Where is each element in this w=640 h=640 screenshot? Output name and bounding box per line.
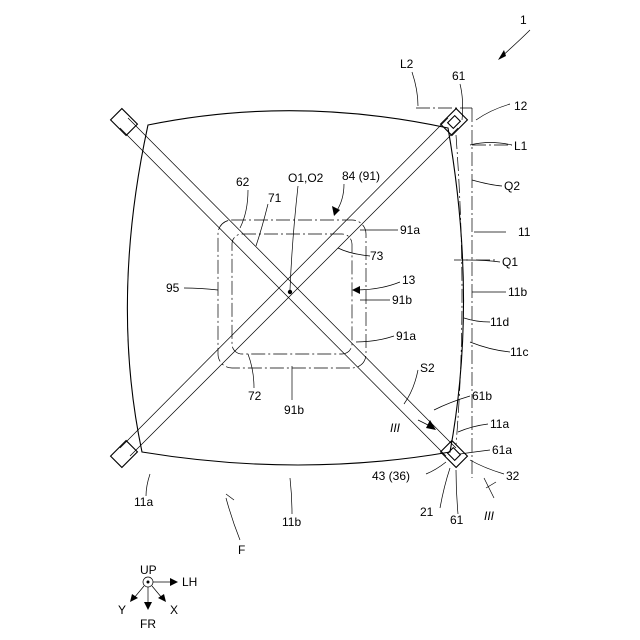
center-point bbox=[288, 290, 292, 294]
label-61b: 61b bbox=[472, 389, 492, 403]
corner-fitting-top-right bbox=[441, 109, 468, 136]
label-91b-bottom: 91b bbox=[284, 403, 304, 417]
label-71: 71 bbox=[268, 191, 282, 205]
leader-lines bbox=[146, 30, 530, 540]
label-61a: 61a bbox=[492, 443, 512, 457]
corner-fitting-bottom-left bbox=[111, 441, 138, 468]
label-91b-right: 91b bbox=[392, 293, 412, 307]
label-62: 62 bbox=[236, 175, 250, 189]
label-figure-number: 1 bbox=[520, 13, 527, 27]
axis-y-label: Y bbox=[118, 603, 126, 617]
label-11-right: 11 bbox=[518, 225, 531, 239]
label-95: 95 bbox=[166, 281, 180, 295]
label-11d: 11d bbox=[490, 315, 509, 329]
label-73: 73 bbox=[370, 249, 384, 263]
label-S2: S2 bbox=[420, 361, 435, 375]
label-11a-left: 11a bbox=[134, 495, 153, 509]
axis-fr-label: FR bbox=[140, 617, 156, 631]
label-84-91: 84 (91) bbox=[342, 169, 380, 183]
label-III-left: III bbox=[390, 421, 401, 435]
label-61-top: 61 bbox=[452, 69, 466, 83]
label-72: 72 bbox=[248, 389, 262, 403]
label-11c: 11c bbox=[510, 345, 528, 359]
label-43-36: 43 (36) bbox=[372, 469, 410, 483]
label-Q1: Q1 bbox=[502, 255, 518, 269]
axis-x-label: X bbox=[170, 603, 178, 617]
label-O1-O2: O1,O2 bbox=[288, 171, 324, 185]
label-91a-top: 91a bbox=[400, 223, 420, 237]
axes-indicator: UP LH Y FR X bbox=[118, 563, 197, 631]
label-91a-bottom: 91a bbox=[396, 329, 416, 343]
label-32: 32 bbox=[506, 469, 520, 483]
axis-up-label: UP bbox=[140, 563, 157, 577]
label-III-right: III bbox=[484, 509, 495, 523]
label-11b-bottom: 11b bbox=[282, 515, 301, 529]
label-13: 13 bbox=[402, 273, 416, 287]
axis-lh-label: LH bbox=[182, 575, 197, 589]
label-61-bottom: 61 bbox=[450, 513, 464, 527]
corner-fitting-top-left bbox=[111, 109, 138, 136]
label-11b-right: 11b bbox=[508, 285, 527, 299]
label-Q2: Q2 bbox=[504, 179, 520, 193]
label-F: F bbox=[238, 543, 245, 557]
label-11a-right: 11a bbox=[490, 417, 509, 431]
label-21: 21 bbox=[420, 505, 434, 519]
label-L1: L1 bbox=[514, 139, 528, 153]
label-12: 12 bbox=[514, 99, 528, 113]
label-L2: L2 bbox=[400, 57, 414, 71]
